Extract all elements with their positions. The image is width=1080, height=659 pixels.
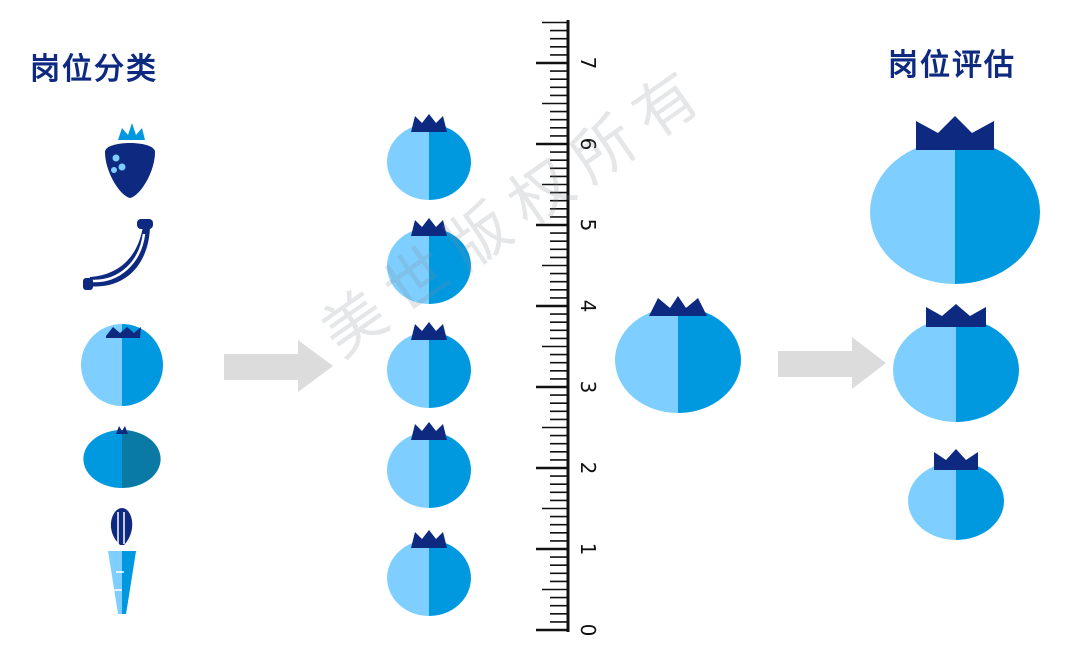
arrow-right-icon bbox=[778, 337, 886, 389]
strawberry-icon bbox=[105, 123, 155, 198]
blueberry-icon bbox=[387, 218, 471, 304]
large-blueberry-icon bbox=[870, 116, 1040, 284]
small-blueberry-icon bbox=[908, 449, 1004, 540]
ruler-label: 2 bbox=[576, 462, 600, 475]
measured-blueberry-icon bbox=[615, 296, 741, 413]
ruler-label: 7 bbox=[576, 57, 600, 70]
ruler-label: 5 bbox=[576, 219, 600, 232]
blueberry-icon bbox=[387, 530, 471, 616]
ruler-label: 0 bbox=[576, 624, 600, 637]
tomato-icon bbox=[83, 426, 161, 488]
medium-blueberry-icon bbox=[893, 304, 1019, 422]
arrow-right-icon bbox=[224, 340, 333, 392]
ruler-label: 6 bbox=[576, 138, 600, 151]
banana-icon bbox=[83, 219, 153, 290]
blueberry-icon bbox=[387, 422, 471, 508]
job-evaluation-title: 岗位评估 bbox=[888, 48, 1016, 83]
ruler-label: 4 bbox=[576, 300, 600, 313]
ruler-label: 1 bbox=[576, 543, 600, 556]
ruler: 0 1 2 3 4 5 6 7 bbox=[536, 20, 600, 636]
sorted-blueberries bbox=[387, 114, 471, 616]
blueberry-icon bbox=[387, 322, 471, 408]
job-classification-title: 岗位分类 bbox=[30, 52, 158, 87]
ruler-label: 3 bbox=[576, 381, 600, 394]
blueberry-icon bbox=[81, 324, 163, 406]
carrot-icon bbox=[108, 508, 136, 614]
blueberry-icon bbox=[387, 114, 471, 200]
